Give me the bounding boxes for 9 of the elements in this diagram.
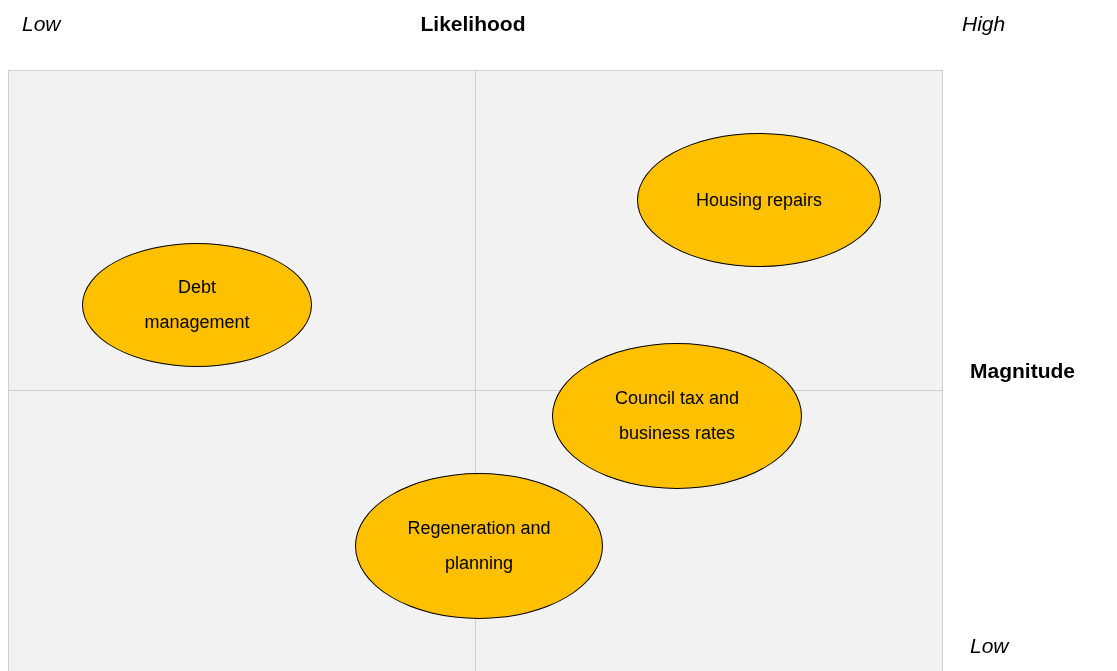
axis-title: Magnitude <box>970 359 1075 383</box>
axis-title: Likelihood <box>420 12 526 36</box>
axis-end-label: High <box>962 12 1006 36</box>
risk-label: Regeneration and planning <box>406 517 552 575</box>
risk-label: Debt management <box>143 276 251 334</box>
axis-end-label: Low <box>22 12 61 36</box>
axis-end-label: Low <box>970 634 1009 658</box>
risk-label: Council tax and business rates <box>613 387 741 445</box>
risk-label: Housing repairs <box>695 188 823 212</box>
